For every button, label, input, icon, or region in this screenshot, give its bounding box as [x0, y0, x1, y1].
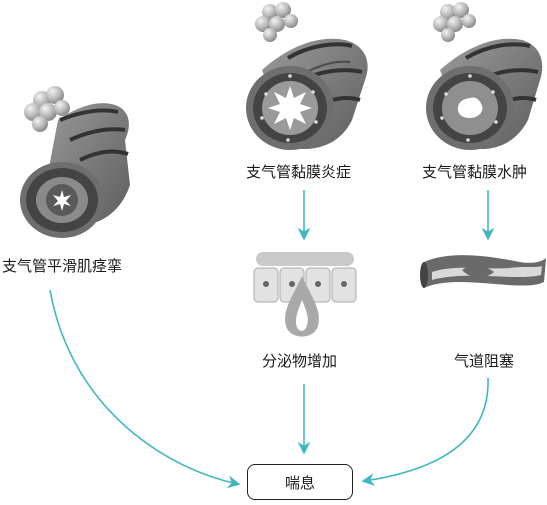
bronchus-inflammation-illustration: [246, 2, 368, 150]
mucus-secretion-illustration: [253, 252, 357, 337]
arrow-spasm-to-result: [49, 289, 241, 489]
label-smooth-muscle-spasm: 支气管平滑肌痉挛: [2, 257, 123, 275]
label-result: 喘息: [284, 473, 315, 492]
label-increased-secretion: 分泌物增加: [262, 352, 338, 370]
label-airway-obstruction: 气道阻塞: [454, 352, 515, 370]
result-box: 喘息: [247, 464, 353, 500]
label-mucosal-edema: 支气管黏膜水肿: [422, 163, 528, 181]
arrow-obstruction-to-result: [361, 377, 489, 486]
label-mucosal-inflammation: 支气管黏膜炎症: [246, 163, 352, 181]
alveoli-cluster: [24, 86, 70, 132]
flow-arrows: [49, 190, 495, 489]
alveoli-cluster: [255, 2, 298, 42]
bronchus-spasm-illustration: [20, 86, 130, 238]
bronchus-edema-illustration: [426, 2, 543, 150]
airway-obstruction-illustration: [420, 255, 546, 288]
alveoli-cluster: [433, 2, 476, 42]
